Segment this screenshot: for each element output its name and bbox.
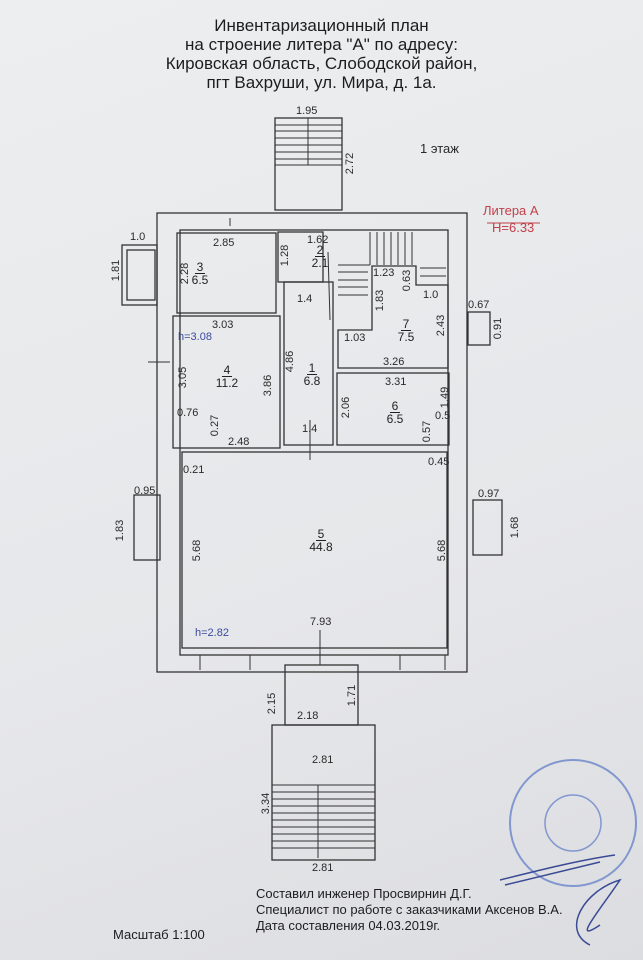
dim: 1.62 xyxy=(307,234,329,246)
outer-wall xyxy=(156,212,468,673)
dim: 0.45 xyxy=(428,456,450,468)
dim: 1.0 xyxy=(130,231,146,243)
title-line: на строение литера "А" по адресу: xyxy=(185,35,458,54)
footer-date: Дата составления 04.03.2019г. xyxy=(256,918,441,933)
stamp-inner-ring xyxy=(544,794,602,852)
dim: 1.23 xyxy=(373,267,395,279)
height-upper: h=3.08 xyxy=(178,331,212,343)
footer-specialist: Специалист по работе с заказчиками Аксен… xyxy=(256,902,563,917)
room-4 xyxy=(172,315,281,449)
stamp-outer-ring xyxy=(509,759,637,887)
litera-name: Литера А xyxy=(483,203,539,218)
room-area: 6.8 xyxy=(303,374,321,388)
room-area: 2.1 xyxy=(311,256,329,270)
right-porch-2 xyxy=(472,499,503,556)
dim: 1.4 xyxy=(302,423,318,435)
dim: 3.03 xyxy=(212,319,234,331)
dim: 3.26 xyxy=(383,356,405,368)
dim: 1.95 xyxy=(296,105,318,117)
dim: 2.18 xyxy=(297,710,319,722)
litera-height: H=6.33 xyxy=(492,220,535,235)
height-lower: h=2.82 xyxy=(195,627,229,639)
dim: 2.81 xyxy=(312,754,334,766)
document-title: Инвентаризационный план на строение лите… xyxy=(0,16,643,92)
dim: 0.5 xyxy=(435,410,451,422)
top-stair-steps xyxy=(275,118,342,166)
title-line: Инвентаризационный план xyxy=(214,16,429,35)
room-1 xyxy=(283,281,334,446)
room-area: 6.5 xyxy=(191,273,209,287)
dim: 1.4 xyxy=(297,293,313,305)
left-porch-2 xyxy=(133,494,161,561)
room-area: 7.5 xyxy=(397,330,415,344)
bottom-stair-steps xyxy=(272,784,375,858)
dim: 2.48 xyxy=(228,436,250,448)
dim: 0.67 xyxy=(468,299,490,311)
floor-label: 1 этаж xyxy=(420,141,459,156)
room-7 xyxy=(337,265,449,369)
footer-scale: Масштаб 1:100 xyxy=(113,927,205,942)
title-line: Кировская область, Слободской район, xyxy=(165,54,478,73)
room-area: 44.8 xyxy=(309,540,333,554)
dim: 7.93 xyxy=(310,616,332,628)
dim: 1.03 xyxy=(344,332,366,344)
dim: 3.31 xyxy=(385,376,407,388)
dim: 0.95 xyxy=(134,485,156,497)
dim: 0.76 xyxy=(177,407,199,419)
dim: 2.81 xyxy=(312,862,334,874)
footer-engineer: Составил инженер Просвирнин Д.Г. xyxy=(256,886,472,901)
room-area: 11.2 xyxy=(215,376,239,390)
dim: 1.0 xyxy=(423,289,439,301)
room-area: 6.5 xyxy=(386,412,404,426)
right-porch xyxy=(467,311,491,346)
title-line: пгт Вахруши, ул. Мира, д. 1а. xyxy=(206,73,437,92)
dim: 0.21 xyxy=(183,464,205,476)
room-6 xyxy=(336,372,450,446)
dim: 0.97 xyxy=(478,488,500,500)
room-5 xyxy=(181,451,448,649)
dim: 2.85 xyxy=(213,237,235,249)
left-porch xyxy=(121,244,158,306)
signature xyxy=(499,854,622,946)
room-3 xyxy=(176,232,277,314)
